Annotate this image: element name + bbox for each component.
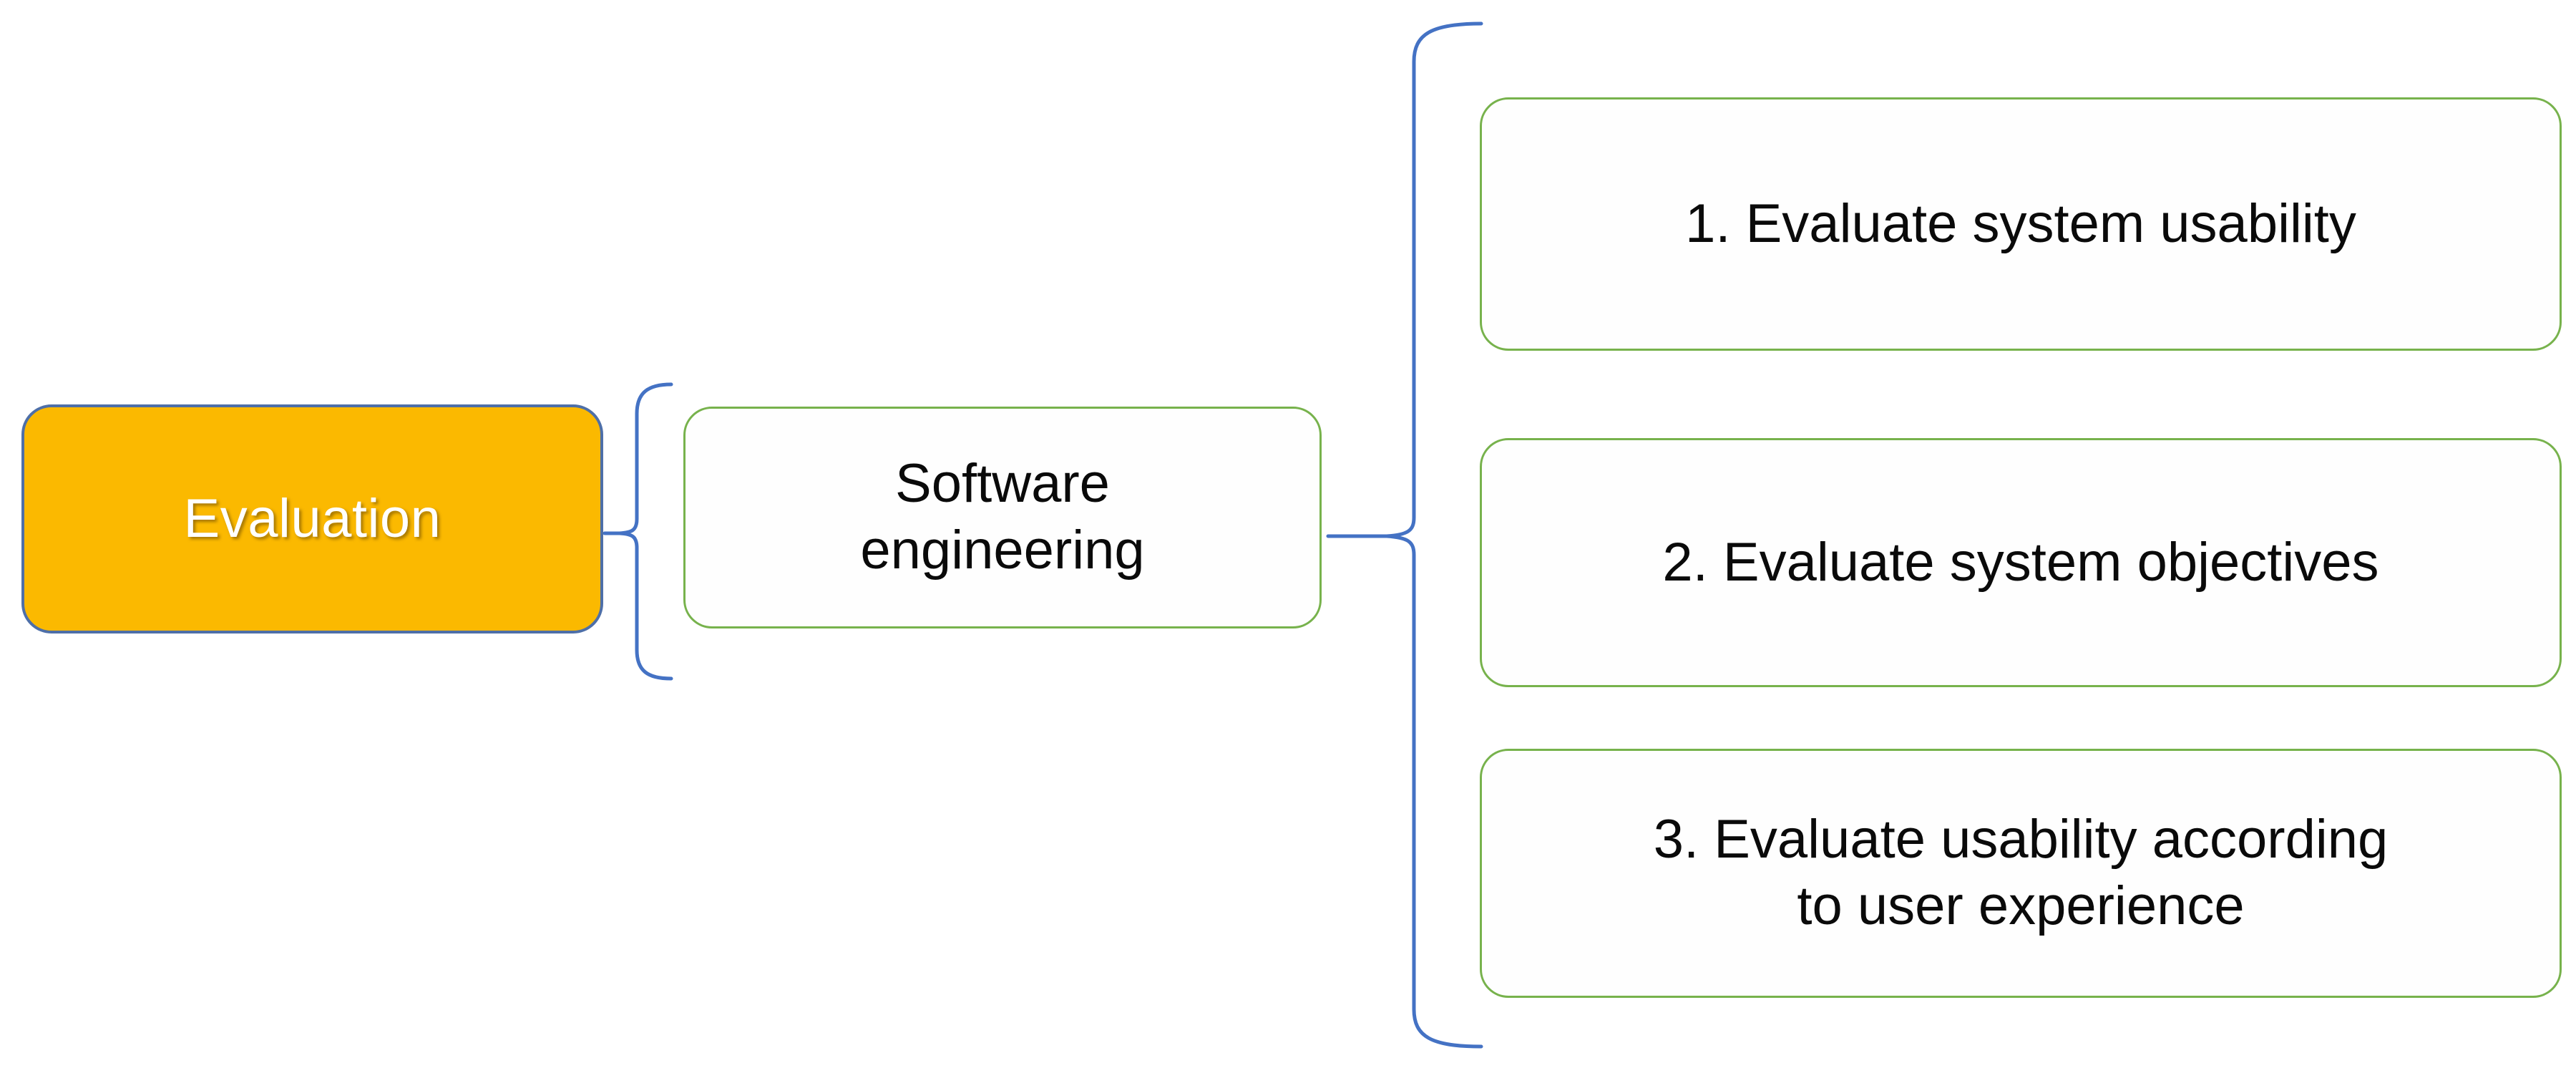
root-node-evaluation[interactable]: Evaluation [21, 404, 603, 633]
bracket-branch-to-items [1385, 21, 1483, 1049]
branch-node-label-line1: Software [895, 453, 1110, 515]
item-node-3-label-line2: to user experience [1797, 875, 2245, 936]
item-node-1[interactable]: 1. Evaluate system usability [1480, 97, 2562, 351]
item-node-3-label: 3. Evaluate usability according to user … [1654, 807, 2389, 939]
branch-node-software-engineering[interactable]: Software engineering [683, 407, 1322, 628]
bracket-root-to-branch [618, 382, 673, 681]
branch-node-label: Software engineering [860, 451, 1144, 583]
branch-node-label-line2: engineering [860, 520, 1145, 581]
item-node-2[interactable]: 2. Evaluate system objectives [1480, 438, 2562, 687]
item-node-3[interactable]: 3. Evaluate usability according to user … [1480, 749, 2562, 998]
root-node-label: Evaluation [183, 488, 441, 550]
item-node-1-label: 1. Evaluate system usability [1685, 193, 2356, 254]
item-node-3-label-line1: 3. Evaluate usability according [1653, 809, 2389, 870]
item-node-2-label: 2. Evaluate system objectives [1662, 531, 2379, 593]
